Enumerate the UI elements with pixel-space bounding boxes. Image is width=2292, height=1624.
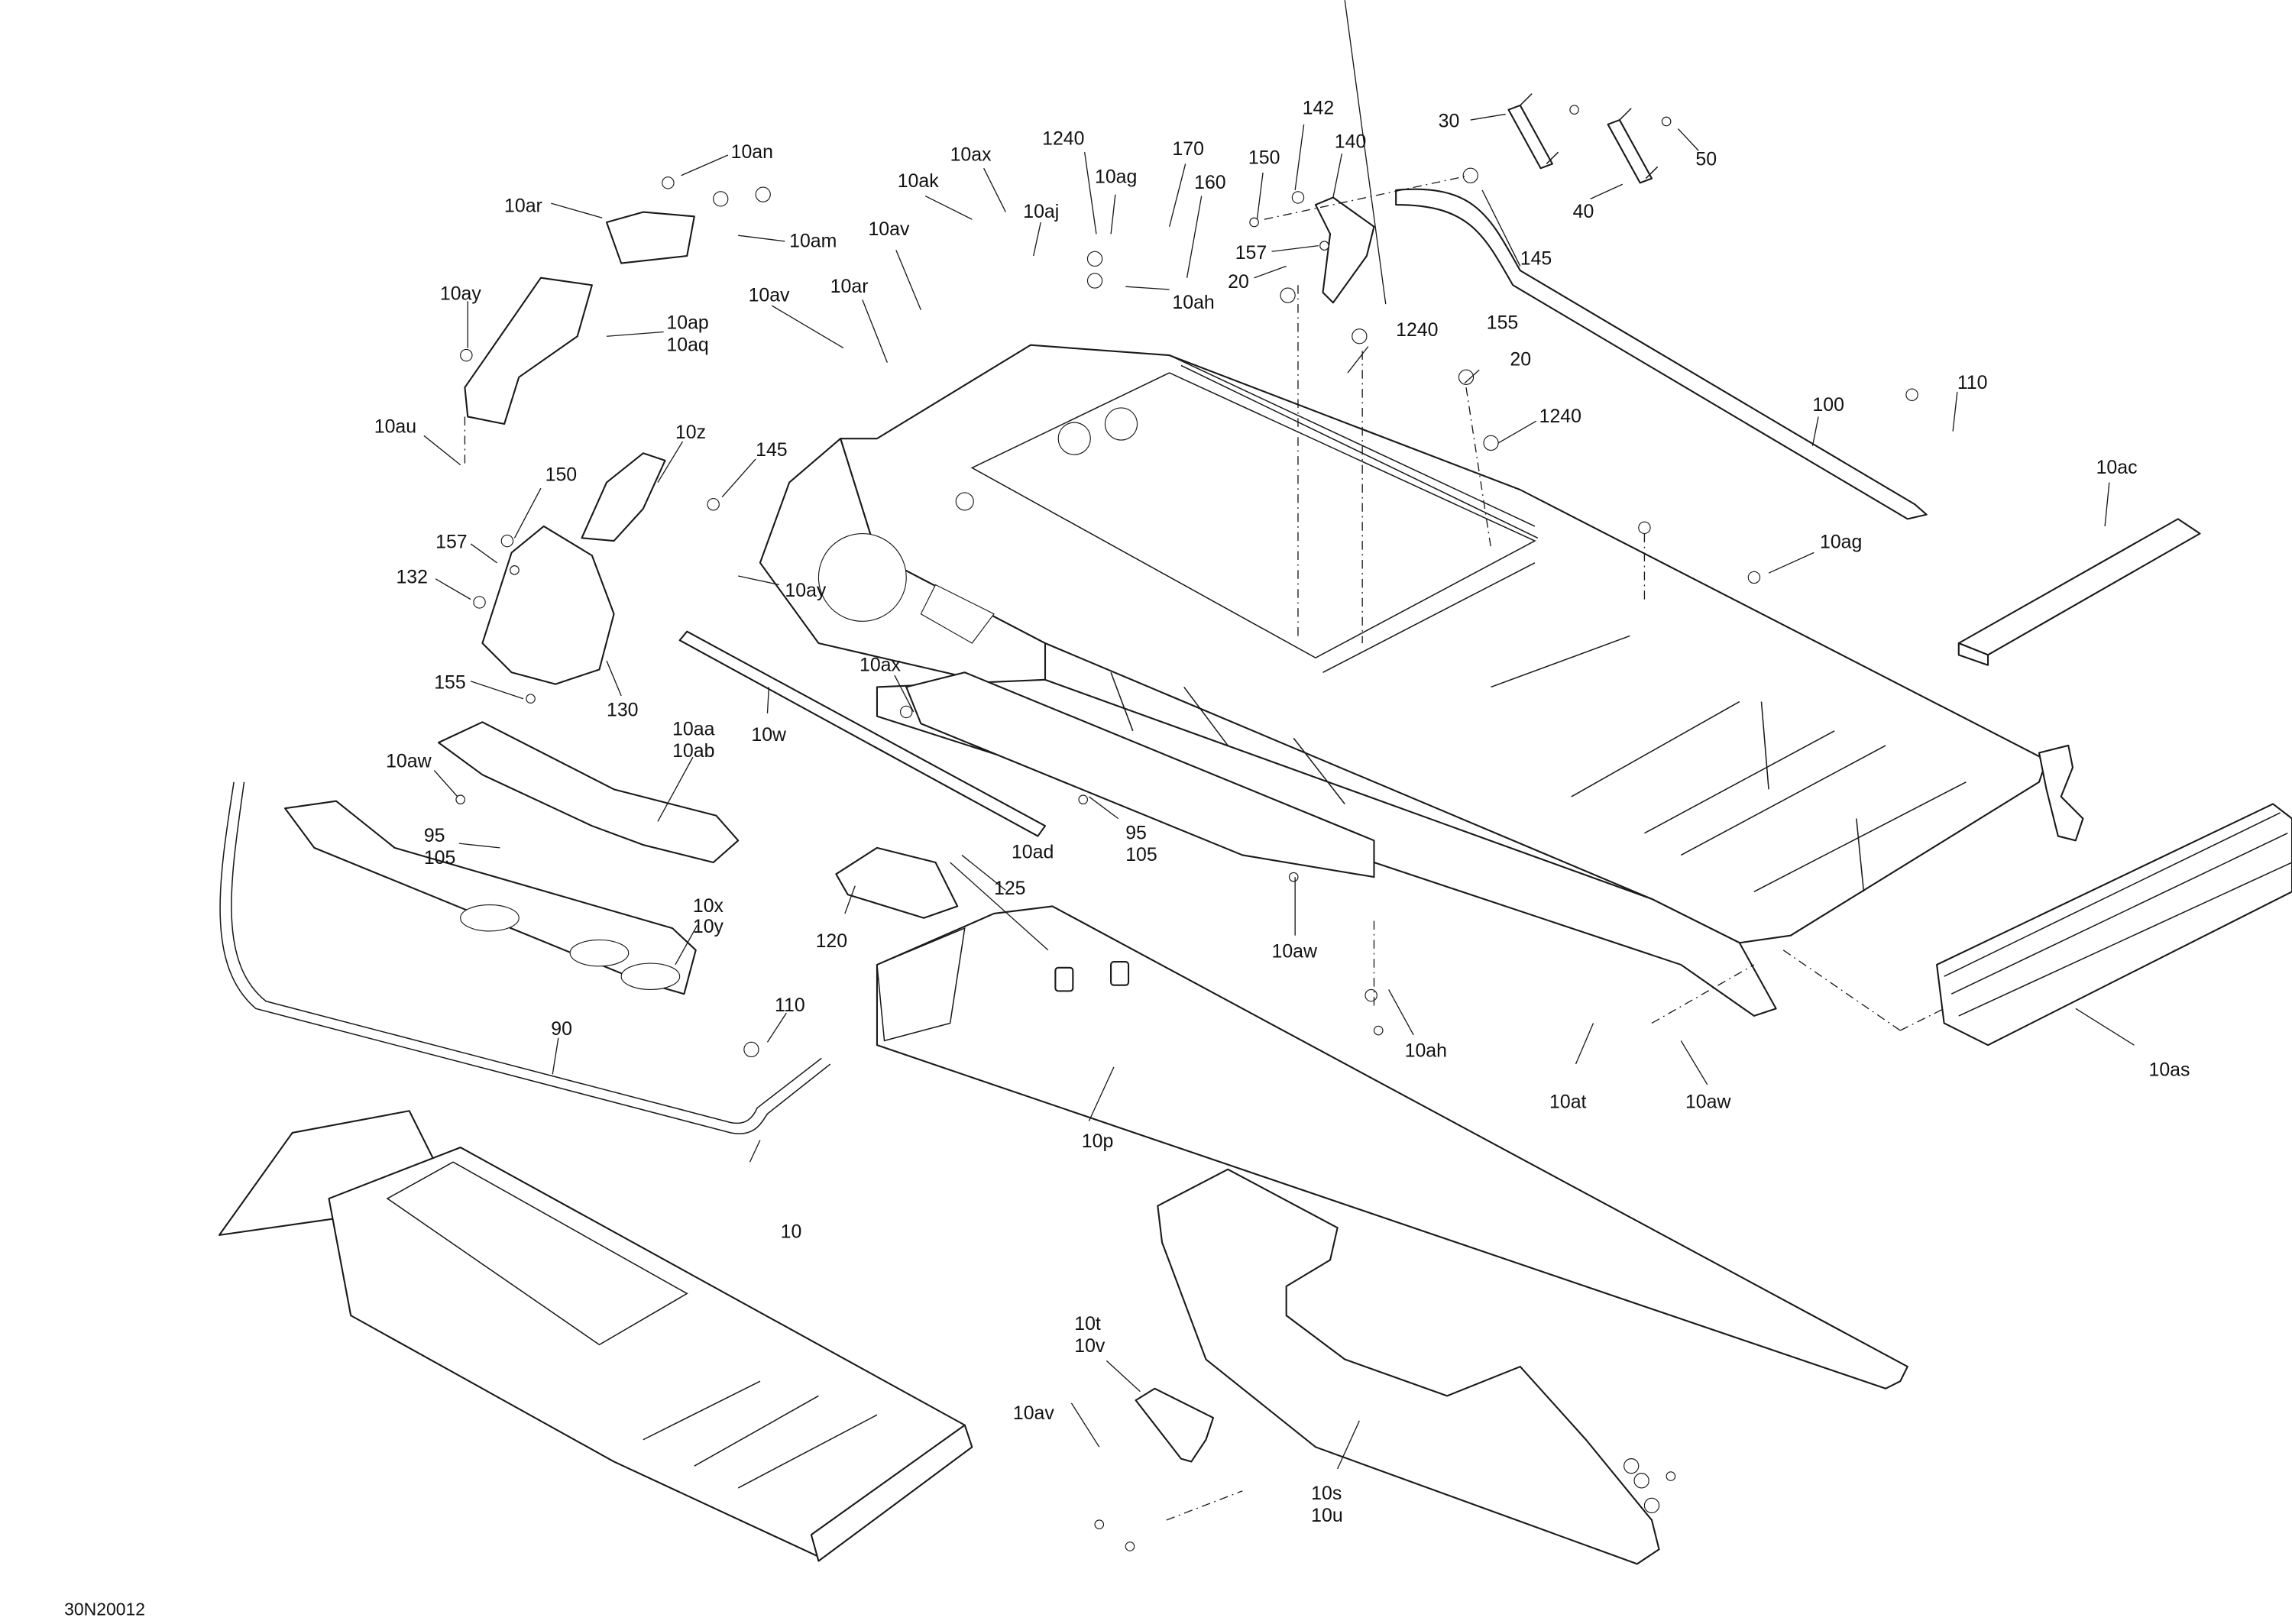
callout-10ar-mid: 10ar bbox=[830, 276, 869, 297]
strip-10w bbox=[678, 630, 1047, 837]
callout-100: 100 bbox=[1812, 394, 1844, 416]
callout-150-top: 150 bbox=[1248, 147, 1280, 168]
callout-10ab: 10ab bbox=[672, 740, 714, 762]
link-40 bbox=[1607, 108, 1659, 184]
callout-labels: 10an 10ar 10am 10ay 10ap 10aq 10au 10z 1… bbox=[374, 97, 2190, 1525]
callout-130: 130 bbox=[607, 700, 638, 721]
callout-105-mid: 105 bbox=[1125, 844, 1157, 865]
tie-bar-100 bbox=[1395, 188, 1928, 520]
callout-10ag-right: 10ag bbox=[1820, 532, 1862, 553]
callout-125: 125 bbox=[994, 878, 1025, 899]
rear-bumper-extrusion bbox=[1936, 803, 2292, 1047]
callout-10aq: 10aq bbox=[666, 334, 708, 355]
callout-145-top: 145 bbox=[1520, 247, 1552, 269]
callout-95: 95 bbox=[424, 825, 445, 846]
fasteners bbox=[455, 105, 1918, 1551]
callout-1240-top: 1240 bbox=[1042, 128, 1084, 150]
callout-10aj: 10aj bbox=[1023, 201, 1059, 222]
callout-110-right: 110 bbox=[1957, 372, 1988, 393]
callout-10ay-mid: 10ay bbox=[785, 580, 826, 601]
callout-20-a: 20 bbox=[1228, 271, 1249, 293]
bracket-10ac bbox=[1957, 518, 2201, 666]
callout-10ay: 10ay bbox=[440, 283, 481, 304]
bracket-10ap bbox=[464, 277, 593, 425]
callout-10t: 10t bbox=[1074, 1313, 1101, 1334]
callout-10aw: 10aw bbox=[386, 751, 432, 772]
callout-95-mid: 95 bbox=[1125, 822, 1147, 843]
frame-assembly-10 bbox=[218, 1110, 973, 1562]
callout-40: 40 bbox=[1573, 201, 1594, 222]
callout-10: 10 bbox=[781, 1221, 802, 1243]
callout-10ax-mid: 10ax bbox=[860, 654, 901, 675]
figure-id: 30N20012 bbox=[64, 1599, 145, 1619]
callout-10ax-top: 10ax bbox=[950, 144, 992, 166]
callout-10u: 10u bbox=[1311, 1505, 1342, 1526]
guard-130 bbox=[481, 525, 615, 685]
tunnel-opening bbox=[970, 372, 1536, 659]
callout-155-top: 155 bbox=[1487, 312, 1518, 334]
callout-10ah-low: 10ah bbox=[1405, 1040, 1447, 1061]
callout-10y: 10y bbox=[693, 916, 724, 937]
callout-1240-mid: 1240 bbox=[1396, 319, 1438, 341]
callout-10p: 10p bbox=[1082, 1131, 1113, 1152]
callout-10ap: 10ap bbox=[666, 312, 708, 334]
callout-120: 120 bbox=[816, 930, 847, 952]
callout-10ah: 10ah bbox=[1172, 292, 1214, 313]
side-panel-10s bbox=[1157, 1168, 1660, 1565]
callout-10av: 10av bbox=[749, 284, 790, 306]
callout-170: 170 bbox=[1172, 138, 1203, 160]
callout-10x: 10x bbox=[693, 895, 724, 917]
callout-10au: 10au bbox=[374, 416, 416, 438]
callout-20-b: 20 bbox=[1510, 348, 1531, 370]
callout-10ag: 10ag bbox=[1095, 166, 1137, 187]
callout-150: 150 bbox=[545, 464, 577, 486]
tunnel-cover-10p bbox=[876, 905, 1908, 1389]
tunnel-rear-bracket bbox=[2038, 744, 2084, 842]
callout-10z: 10z bbox=[675, 422, 706, 443]
callout-160: 160 bbox=[1194, 172, 1225, 193]
footrest-120 bbox=[835, 846, 959, 919]
callout-132: 132 bbox=[396, 567, 427, 588]
callout-10at: 10at bbox=[1549, 1091, 1586, 1112]
bar-90 bbox=[219, 781, 831, 1134]
leader-lines bbox=[423, 0, 2135, 1470]
callout-50: 50 bbox=[1695, 148, 1717, 170]
bracket-10t bbox=[1135, 1387, 1215, 1463]
callout-10s: 10s bbox=[1311, 1483, 1342, 1504]
tunnel-front-hole bbox=[817, 532, 907, 622]
bracket-10am bbox=[605, 211, 695, 264]
link-30 bbox=[1507, 93, 1559, 170]
callout-10aa: 10aa bbox=[672, 719, 714, 740]
bracket-10z bbox=[581, 452, 666, 542]
callout-157-top: 157 bbox=[1235, 242, 1267, 264]
callout-10av-low: 10av bbox=[1013, 1402, 1054, 1424]
assembly-lines bbox=[464, 175, 1944, 1521]
callout-10aw-mid: 10aw bbox=[1272, 940, 1318, 962]
callout-10ar: 10ar bbox=[504, 196, 542, 217]
bracket-10aa bbox=[437, 721, 740, 864]
callout-10ac: 10ac bbox=[2096, 457, 2138, 478]
callout-105: 105 bbox=[424, 847, 455, 869]
callout-90: 90 bbox=[551, 1018, 572, 1040]
callout-110: 110 bbox=[775, 995, 805, 1016]
callout-10ak: 10ak bbox=[898, 170, 939, 192]
callout-142: 142 bbox=[1303, 97, 1334, 118]
callout-10aw-right: 10aw bbox=[1685, 1091, 1731, 1112]
callout-10w: 10w bbox=[751, 724, 787, 746]
callout-10v: 10v bbox=[1074, 1335, 1106, 1357]
callout-30: 30 bbox=[1439, 111, 1460, 132]
bracket-140 bbox=[1314, 196, 1375, 304]
callout-10am: 10am bbox=[789, 231, 837, 252]
callout-10av-mid: 10av bbox=[868, 218, 909, 240]
side-panel-10ax bbox=[905, 671, 1375, 878]
callout-140: 140 bbox=[1335, 131, 1366, 152]
tunnel-front-cutout bbox=[920, 584, 995, 644]
callout-10as: 10as bbox=[2148, 1059, 2190, 1080]
callout-157: 157 bbox=[435, 532, 467, 553]
callout-1240-low: 1240 bbox=[1539, 406, 1581, 427]
callout-10ad: 10ad bbox=[1012, 841, 1054, 862]
callout-145: 145 bbox=[756, 439, 787, 461]
callout-10an: 10an bbox=[731, 141, 773, 163]
callout-155: 155 bbox=[434, 671, 465, 693]
